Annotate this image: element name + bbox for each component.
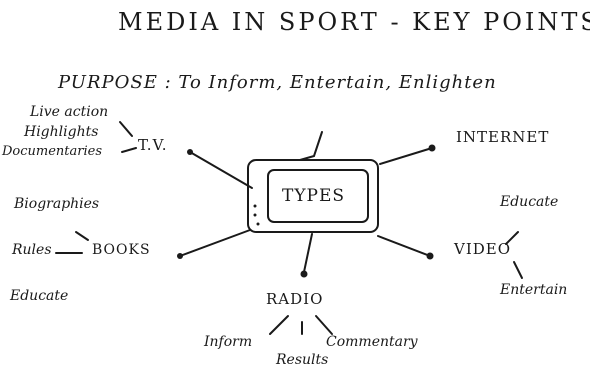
branch-label-video: VIDEO [454, 240, 512, 258]
spoke-tv [189, 151, 253, 189]
purpose-line: PURPOSE : To Inform, Entertain, Enlighte… [58, 72, 497, 93]
books-item: Educate [10, 288, 69, 304]
tv-sub-line [119, 121, 133, 137]
video-sub-line [513, 261, 523, 279]
branch-label-books: BOOKS [92, 242, 151, 258]
branch-label-tv: T.V. [138, 136, 168, 154]
books-item: Rules [12, 242, 52, 258]
spoke-internet-dot [428, 144, 436, 152]
radio-sub-line [315, 315, 333, 335]
tv-knob [256, 222, 260, 226]
center-label: TYPES [282, 186, 346, 206]
radio-item: Inform [204, 334, 253, 350]
branch-label-internet: INTERNET [456, 128, 550, 146]
radio-sub-line [269, 315, 289, 335]
tv-antenna [299, 131, 323, 161]
spoke-radio-dot [300, 270, 308, 278]
tv-item: Highlights [24, 124, 99, 140]
tv-screen [267, 169, 369, 223]
video-item: Educate [500, 194, 559, 210]
branch-label-radio: RADIO [266, 290, 324, 308]
video-sub-line [505, 231, 519, 245]
tv-item: Live action [30, 104, 109, 120]
spoke-video [377, 235, 431, 257]
tv-item: Documentaries [2, 144, 103, 159]
video-item: Entertain [500, 282, 568, 298]
tv-outline [247, 159, 379, 233]
spoke-internet [379, 147, 433, 165]
radio-item: Results [276, 352, 329, 368]
spoke-books-dot [177, 253, 183, 259]
spoke-tv-dot [187, 149, 193, 155]
tv-knob [253, 204, 257, 208]
books-sub-line [75, 231, 89, 241]
spoke-books [179, 229, 251, 257]
radio-item: Commentary [326, 334, 418, 350]
tv-sub-line [121, 147, 137, 153]
page-title: MEDIA IN SPORT - KEY POINTS [118, 8, 590, 36]
tv-knob [253, 213, 257, 217]
books-item: Biographies [14, 196, 100, 212]
spoke-video-dot [426, 252, 434, 260]
spoke-radio [303, 233, 313, 273]
